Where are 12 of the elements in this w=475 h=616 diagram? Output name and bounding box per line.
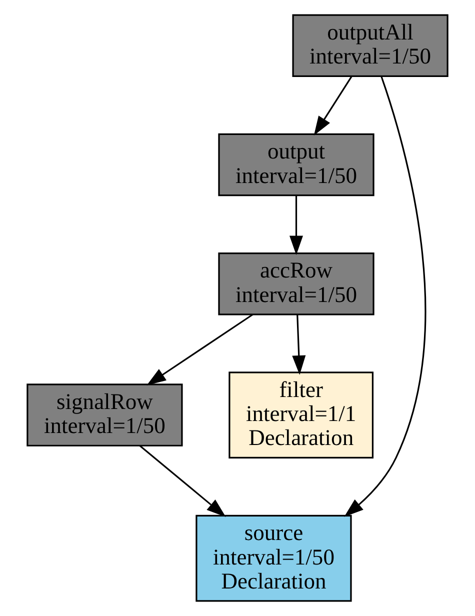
node-box: filter interval=1/1 Declaration [228,372,374,458]
arrow [146,314,254,386]
node-box: signalRow interval=1/50 [26,384,183,446]
arrow [292,314,306,375]
node-box: output interval=1/50 [218,133,374,196]
node-box: accRow interval=1/50 [218,252,374,316]
arrow [314,76,352,136]
arrow [139,445,226,518]
node-box: outputAll interval=1/50 [292,14,448,78]
node-box: source interval=1/50 Declaration [196,514,352,602]
arrow [344,76,426,517]
arrow [289,196,304,256]
